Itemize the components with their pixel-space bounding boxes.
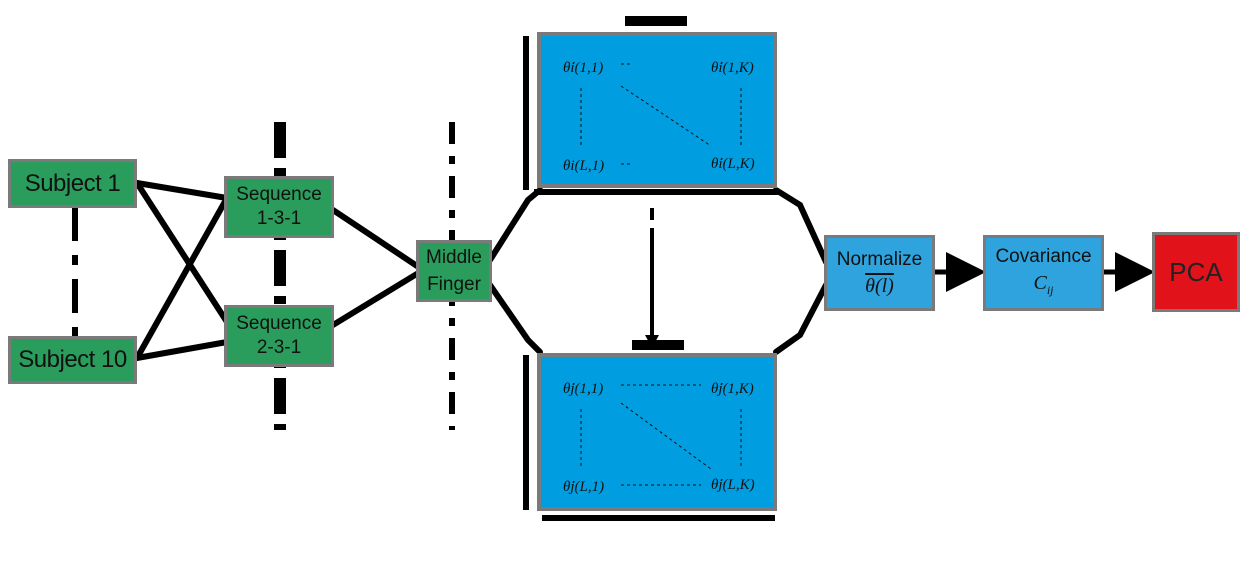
covariance-symbol-sub: ij (1046, 282, 1054, 297)
edge-seqa-mid (330, 207, 423, 271)
subject-10-label: Subject 10 (18, 346, 127, 373)
matrix-i-dotted-lines (580, 63, 742, 165)
normalize-node: Normalize θ(l) (824, 235, 935, 311)
middle-finger-node: Middle Finger (416, 240, 492, 302)
matrix-i-bottom-right: θ̇i(L,K) (711, 156, 755, 172)
matrix-i-top-right: θ̇i(1,K) (711, 60, 754, 76)
sequence-b-line2: 2-3-1 (256, 337, 302, 358)
subject-10-node: Subject 10 (8, 336, 137, 384)
marker-j-top (632, 340, 684, 350)
matrix-j-dotted-lines (580, 384, 742, 486)
matrix-j-top-right: θ̇j(1,K) (711, 381, 754, 397)
matrix-j-panel: θ̇j(1,1) θ̇j(1,K) θ̇j(L,1) θ̇j(L,K) (537, 353, 777, 511)
edge-s10-seqa (134, 195, 230, 361)
subject-1-label: Subject 1 (24, 169, 121, 197)
matrix-j-top-left: θ̇j(1,1) (563, 381, 604, 397)
edge-s1-seqa (134, 180, 230, 201)
matrix-j-bottom-right: θ̇j(L,K) (711, 477, 755, 493)
edge-s1-seqb (134, 180, 230, 325)
covariance-node: Covariance Cij (983, 235, 1104, 311)
sequence-a-line1: Sequence (236, 184, 322, 205)
sequence-a-node: Sequence 1-3-1 (224, 176, 334, 238)
pca-node: PCA (1152, 232, 1240, 312)
covariance-symbol-main: C (1033, 271, 1047, 294)
edge-mid-matrix-i (487, 187, 543, 263)
matrix-i-panel: θ̇i(1,1) θ̇i(1,K) θi(L,1) θ̇i(L,K) (537, 32, 777, 188)
normalize-label: Normalize (836, 249, 923, 270)
matrix-i-top-left: θ̇i(1,1) (563, 60, 604, 76)
middle-finger-line1: Middle (426, 247, 482, 268)
edge-mid-matrix-j (487, 282, 543, 355)
covariance-label: Covariance (995, 245, 1092, 267)
subject-1-node: Subject 1 (8, 159, 137, 208)
edge-matrix-i-norm (773, 187, 829, 265)
middle-finger-line2: Finger (427, 274, 481, 295)
matrix-j-bottom-left: θ̇j(L,1) (563, 479, 605, 495)
pca-label: PCA (1169, 256, 1223, 287)
marker-i-top (625, 16, 687, 26)
edge-s10-seqb (134, 339, 230, 361)
edge-matrix-j-norm (773, 282, 829, 355)
covariance-symbol: Cij (1033, 271, 1053, 302)
sequence-b-node: Sequence 2-3-1 (224, 305, 334, 367)
sequence-a-line2: 1-3-1 (256, 208, 302, 229)
normalize-symbol: θ(l) (865, 275, 894, 297)
sequence-b-line1: Sequence (236, 313, 322, 334)
matrix-i-bottom-left: θi(L,1) (563, 158, 605, 174)
edge-seqb-mid (330, 269, 423, 328)
